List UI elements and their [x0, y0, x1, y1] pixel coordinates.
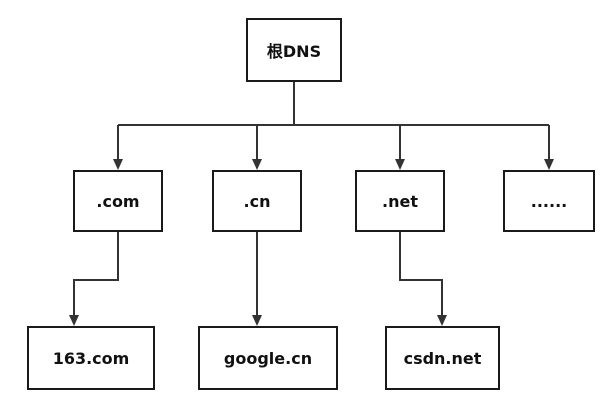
node-label: 163.com — [52, 348, 130, 368]
node-cn: .cn — [212, 170, 302, 232]
arrow-to-163 — [69, 315, 79, 326]
node-163-com: 163.com — [27, 326, 155, 390]
edge-net-csdn — [399, 232, 443, 317]
node-google-cn: google.cn — [198, 326, 338, 390]
arrow-to-google — [252, 315, 262, 326]
node-label: .net — [382, 191, 418, 211]
node-net: .net — [355, 170, 445, 232]
node-com: .com — [73, 170, 163, 232]
arrow-to-cn — [252, 159, 262, 170]
node-label: csdn.net — [403, 348, 482, 368]
node-csdn-net: csdn.net — [385, 326, 500, 390]
arrow-to-csdn — [437, 315, 447, 326]
arrow-to-com — [113, 159, 123, 170]
node-label: .cn — [243, 191, 271, 211]
edge-com-163 — [73, 232, 119, 317]
arrow-to-more — [544, 159, 554, 170]
node-label: google.cn — [223, 348, 313, 368]
node-label: 根DNS — [266, 42, 322, 61]
node-more: ...... — [503, 170, 595, 232]
node-root-dns: 根DNS — [246, 18, 342, 82]
node-label: ...... — [530, 191, 568, 211]
arrow-to-net — [395, 159, 405, 170]
node-label: .com — [96, 191, 140, 211]
